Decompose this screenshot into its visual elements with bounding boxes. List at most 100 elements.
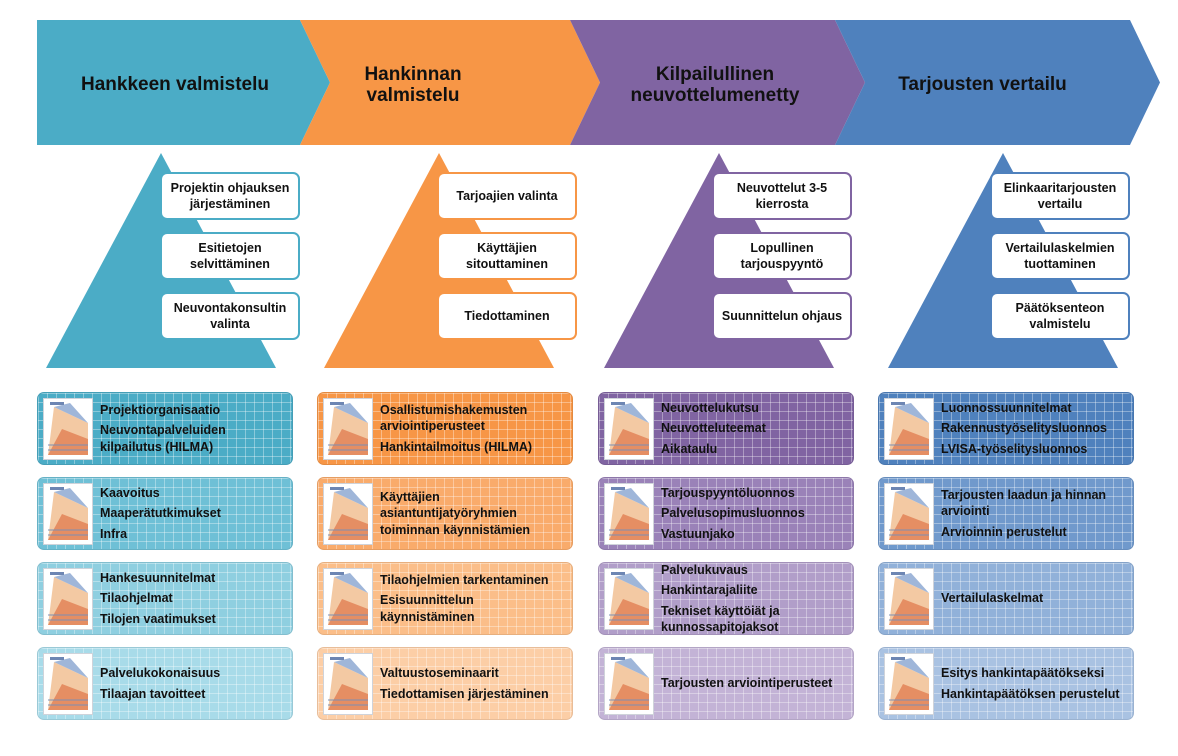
card-item-text: Rakennustyöselitysluonnos [941, 421, 1108, 436]
card-item-text: Käyttäjien asiantuntijatyöryhmien toimin… [380, 490, 531, 537]
document-illustration-icon [604, 568, 654, 630]
card-items: Käyttäjien asiantuntijatyöryhmien toimin… [380, 478, 568, 549]
card-item-text: Neuvotteluteemat [661, 421, 766, 436]
document-illustration-icon [604, 398, 654, 460]
document-illustration-icon [884, 653, 934, 715]
document-illustration-icon [43, 653, 93, 715]
task-box: Tiedottaminen [437, 292, 577, 340]
card-item-text: Kaavoitus [100, 486, 160, 501]
card-item-text: Tarjousten arviointiperusteet [661, 676, 833, 691]
card-item-text: Tiedottamisen järjestäminen [380, 686, 549, 701]
task-box: Esitietojen selvittäminen [160, 232, 300, 280]
task-box: Päätöksenteon valmistelu [990, 292, 1130, 340]
task-box: Projektin ohjauksen järjestäminen [160, 172, 300, 220]
document-illustration-icon [884, 483, 934, 545]
document-illustration-icon [323, 653, 373, 715]
task-box: Neuvontakonsultin valinta [160, 292, 300, 340]
card-items: Tarjousten arviointiperusteet [661, 648, 849, 719]
task-box: Käyttäjien sitouttaminen [437, 232, 577, 280]
card-item-text: Osallistumishakemusten arviointiperustee… [380, 403, 528, 434]
card-item-text: Esisuunnittelun käynnistäminen [380, 593, 475, 624]
phase-title: Hankinnan valmistelu [364, 63, 462, 106]
card-item-text: Arvioinnin perustelut [941, 524, 1067, 539]
phase-chevron [37, 20, 330, 145]
detail-card: Tarjousten arviointiperusteet [598, 647, 854, 720]
detail-card: Osallistumishakemusten arviointiperustee… [317, 392, 573, 465]
task-box: Neuvottelut 3-5 kierrosta [712, 172, 852, 220]
document-illustration-icon [884, 398, 934, 460]
detail-card: Vertailulaskelmat [878, 562, 1134, 635]
card-item-text: Tilojen vaatimukset [100, 611, 216, 626]
card-item-text: Luonnossuunnitelmat [941, 401, 1072, 416]
task-box: Tarjoajien valinta [437, 172, 577, 220]
card-item-text: Maaperätutkimukset [100, 506, 221, 521]
task-box: Lopullinen tarjouspyyntö [712, 232, 852, 280]
card-item-text: Vastuunjako [661, 526, 735, 541]
task-box: Suunnittelun ohjaus [712, 292, 852, 340]
card-item-text: Hankintailmoitus (HILMA) [380, 439, 533, 454]
card-item-text: Tarjouspyyntöluonnos [661, 486, 795, 501]
card-item-text: Hankintarajaliite [661, 583, 758, 598]
card-item-text: Valtuustoseminaarit [380, 666, 499, 681]
phase-chevron [570, 20, 865, 145]
phase-chevron [835, 20, 1160, 145]
card-item-text: Tilaajan tavoitteet [100, 686, 206, 701]
card-item-text: LVISA-työselitysluonnos [941, 441, 1088, 456]
card-item-text: Esitys hankintapäätökseksi [941, 666, 1105, 681]
card-item-text: Neuvontapalveluiden kilpailutus (HILMA) [100, 423, 226, 454]
card-item-text: Neuvottelukutsu [661, 401, 759, 416]
card-item-text: Tarjousten laadun ja hinnan arviointi [941, 488, 1107, 519]
document-illustration-icon [604, 483, 654, 545]
document-illustration-icon [43, 483, 93, 545]
card-items: Vertailulaskelmat [941, 563, 1129, 634]
document-illustration-icon [604, 653, 654, 715]
phase-chevron-row [37, 20, 1160, 145]
card-item-text: Vertailulaskelmat [941, 591, 1044, 606]
task-box: Elinkaaritarjousten vertailu [990, 172, 1130, 220]
card-item-text: Palvelukuvaus [661, 563, 748, 577]
card-item-text: Hankintapäätöksen perustelut [941, 686, 1120, 701]
card-item-text: Aikataulu [661, 441, 718, 456]
card-item-text: Tilaohjelmien tarkentaminen [380, 573, 549, 588]
phase-chevron [300, 20, 600, 145]
card-item-text: Palvelusopimusluonnos [661, 506, 805, 521]
document-illustration-icon [43, 398, 93, 460]
card-item-text: Projektiorganisaatio [100, 403, 221, 418]
card-item-text: Palvelukokonaisuus [100, 666, 221, 681]
document-illustration-icon [884, 568, 934, 630]
phase-title: Tarjousten vertailu [898, 74, 1067, 96]
card-item-text: Tilaohjelmat [100, 591, 173, 606]
document-illustration-icon [323, 568, 373, 630]
card-item-text: Tekniset käyttöiät ja kunnossapitojaksot [661, 603, 780, 634]
detail-card: Käyttäjien asiantuntijatyöryhmien toimin… [317, 477, 573, 550]
card-item-text: Infra [100, 526, 128, 541]
phase-title: Hankkeen valmistelu [81, 74, 269, 96]
document-illustration-icon [43, 568, 93, 630]
card-item-text: Hankesuunnitelmat [100, 571, 216, 586]
card-items: Osallistumishakemusten arviointiperustee… [380, 393, 568, 464]
document-illustration-icon [323, 398, 373, 460]
